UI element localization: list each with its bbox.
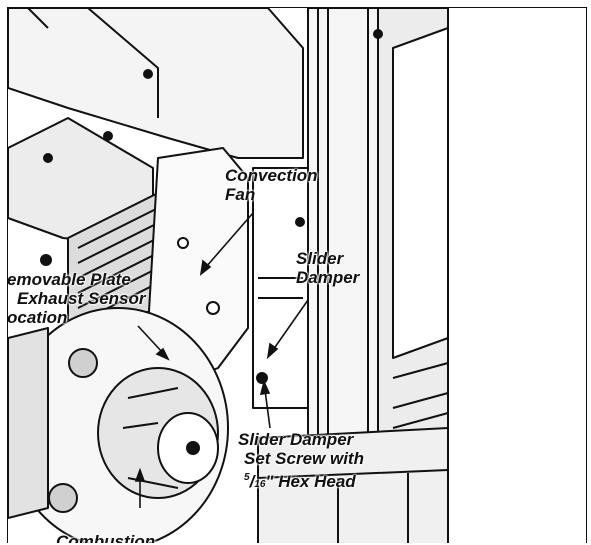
- label-slider-damper: Slider Damper: [296, 249, 360, 287]
- damper-channel: [252, 167, 309, 409]
- combustion-blower: [8, 307, 229, 543]
- diagram-frame: Convection Fan Slider Damper emovable Pl…: [7, 7, 587, 543]
- label-set-screw: Slider Damper Set Screw with 5/16" Hex H…: [238, 430, 364, 491]
- set-screw-leader: [264, 389, 271, 429]
- removable-plate-leader: [137, 325, 164, 354]
- stove-technical-drawing: [8, 8, 449, 543]
- label-combustion-cut: Combustion: [56, 532, 156, 543]
- convection-fan-leader: [205, 212, 254, 268]
- hex-head-text: " Hex Head: [265, 472, 356, 491]
- fraction-denominator: 16: [254, 479, 266, 490]
- slider-damper-leader: [272, 299, 309, 351]
- vertical-column: [307, 8, 379, 543]
- set-screw-head: [256, 372, 268, 384]
- label-removable-plate: emovable Plate Exhaust Sensor ocation: [7, 270, 146, 327]
- top-housing: [8, 8, 304, 159]
- label-convection-fan: Convection Fan: [225, 166, 318, 204]
- base-step: [257, 427, 449, 543]
- fraction-numerator: 5: [244, 472, 250, 483]
- door-glass: [392, 27, 449, 359]
